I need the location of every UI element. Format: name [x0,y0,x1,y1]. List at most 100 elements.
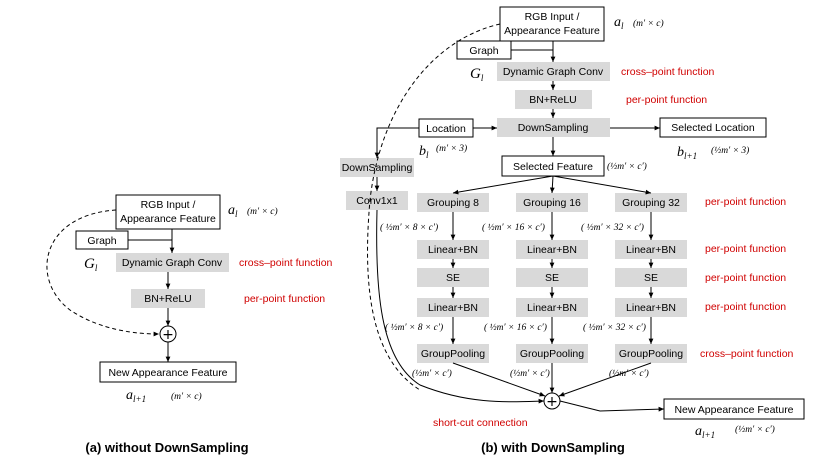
right-input-label-1: RGB Input / [525,11,580,23]
linear2-32-dim: ( ½m′ × 32 × c′) [583,322,646,333]
linear2-8-dim: ( ½m′ × 8 × c′) [385,322,443,333]
right-side-downsampling-node: DownSampling [340,158,414,177]
left-bnrelu-node: BN+ReLU [131,289,205,308]
linear2-16-dim: ( ½m′ × 16 × c′) [484,322,547,333]
left-graph-node: Graph [75,230,129,250]
left-input-node: RGB Input / Appearance Feature [115,194,221,230]
note-linear2: per-point function [705,301,786,313]
left-input-label-1: RGB Input / [141,199,196,211]
right-location-node: Location [418,118,474,138]
pool-8-dim: (½m′ × c′) [412,368,452,379]
pool-16-label: GroupPooling [520,348,584,360]
right-selected-location-symbol: bl+1 [677,145,697,161]
right-bnrelu-node: BN+ReLU [515,90,592,109]
panel-with-downsampling: RGB Input / Appearance Feature al (m′ × … [340,6,805,455]
right-input-node: RGB Input / Appearance Feature [499,6,605,42]
right-input-label-2: Appearance Feature [504,25,600,37]
left-sum-node: + [159,325,177,343]
grouping-16-dim: ( ½m′ × 16 × c′) [482,222,545,233]
linear1-32-label: Linear+BN [626,244,676,256]
edge-pool8-sum [452,362,546,397]
left-output-node: New Appearance Feature [99,361,237,383]
edge-conv-sum [376,209,545,404]
edge-selfeat-g32 [552,175,652,195]
edge-selfeat-g16 [549,175,555,194]
grouping-32-dim: ( ½m′ × 32 × c′) [581,222,644,233]
pool-32-dim: (½m′ × c′) [609,368,649,379]
right-output-symbol: al+1 [695,424,715,440]
right-selected-feature-label: Selected Feature [513,161,593,173]
edge-right-loc-sideds [374,127,419,158]
linear1-8-label: Linear+BN [428,244,478,256]
left-output-dim: (m′ × c) [171,391,202,402]
se-16-label: SE [545,272,559,284]
grouping-32-label: Grouping 32 [622,197,680,209]
edge-selfeat-g8 [452,175,554,195]
note-se: per-point function [705,272,786,284]
grouping-8-label: Grouping 8 [427,197,479,209]
right-dgc-node: Dynamic Graph Conv [497,62,610,81]
edge-right-shortcut [367,23,501,391]
right-location-symbol: bl [419,144,429,160]
right-output-label: New Appearance Feature [674,404,793,416]
right-caption: (b) with DownSampling [481,440,625,455]
right-downsampling-node: DownSampling [497,118,610,137]
group-column-32: Grouping 32 ( ½m′ × 32 × c′) Linear+BN S… [581,193,687,379]
left-input-dim: (m′ × c) [247,206,278,217]
right-plus-sign: + [546,394,558,410]
group-column-16: Grouping 16 ( ½m′ × 16 × c′) Linear+BN S… [482,193,588,379]
right-selected-feature-dim: (½m′ × c′) [607,161,647,172]
left-dgc-node: Dynamic Graph Conv [116,253,229,272]
right-selected-location-node: Selected Location [659,117,767,138]
grouping-8-dim: ( ½m′ × 8 × c′) [380,222,438,233]
pool-8-label: GroupPooling [421,348,485,360]
left-graph-symbol: Gl [84,256,98,273]
right-output-node: New Appearance Feature [663,398,805,420]
right-dgc-label: Dynamic Graph Conv [503,66,604,78]
left-plus-sign: + [162,327,174,343]
linear1-16-label: Linear+BN [527,244,577,256]
right-side-downsampling-label: DownSampling [342,162,413,174]
shortcut-label: short-cut connection [433,417,528,429]
left-caption: (a) without DownSampling [85,440,248,455]
se-32-label: SE [644,272,658,284]
pool-32-label: GroupPooling [619,348,683,360]
note-grouping: per-point function [705,196,786,208]
panel-without-downsampling: RGB Input / Appearance Feature al (m′ × … [46,194,333,455]
right-downsampling-label: DownSampling [518,122,589,134]
grouping-16-label: Grouping 16 [523,197,581,209]
se-8-label: SE [446,272,460,284]
right-graph-label: Graph [469,45,498,57]
linear2-32-label: Linear+BN [626,302,676,314]
note-pool: cross–point function [700,348,794,360]
edge-pool32-sum [558,362,652,397]
right-selected-location-dim: (½m′ × 3) [711,145,749,156]
edge-left-shortcut [46,209,160,337]
left-output-label: New Appearance Feature [108,367,227,379]
right-dgc-note: cross–point function [621,66,715,78]
right-selected-feature-node: Selected Feature [501,155,605,177]
left-graph-label: Graph [87,235,116,247]
right-input-dim: (m′ × c) [633,18,664,29]
left-dgc-label: Dynamic Graph Conv [122,257,223,269]
right-bnrelu-note: per-point function [626,94,707,106]
right-sum-node: + [543,392,561,410]
right-bnrelu-label: BN+ReLU [529,94,577,106]
pool-16-dim: (½m′ × c′) [510,368,550,379]
linear2-8-label: Linear+BN [428,302,478,314]
edge-sum-output [559,400,665,412]
left-output-symbol: al+1 [126,388,146,404]
group-column-8: Grouping 8 ( ½m′ × 8 × c′) Linear+BN SE … [380,193,489,379]
note-linear1: per-point function [705,243,786,255]
linear2-16-label: Linear+BN [527,302,577,314]
right-selected-location-label: Selected Location [671,122,755,134]
right-conv-node: Conv1x1 [346,191,408,210]
right-location-label: Location [426,123,466,135]
right-output-dim: (½m′ × c′) [735,424,775,435]
left-input-label-2: Appearance Feature [120,213,216,225]
right-conv-label: Conv1x1 [356,195,398,207]
right-location-dim: (m′ × 3) [436,143,467,154]
left-input-symbol: al [228,203,238,219]
left-dgc-note: cross–point function [239,257,333,269]
